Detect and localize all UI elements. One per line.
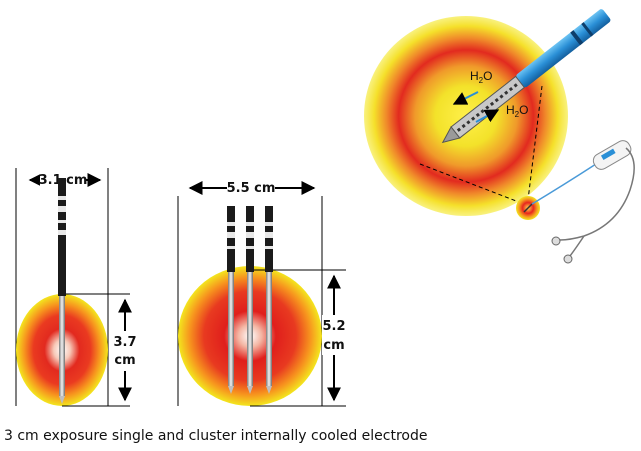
- zoom-line-left: [419, 163, 525, 205]
- cluster-height-value: 5.2: [322, 319, 345, 334]
- zoom-line-right: [527, 85, 543, 201]
- electrode-handle-group: [516, 140, 635, 264]
- water-in-arrow: [452, 91, 479, 105]
- electrode-cable: [531, 163, 597, 205]
- water-in-label: H2O: [470, 69, 492, 85]
- water-out-arrow: [475, 109, 500, 123]
- electrode-tubing-top: [583, 147, 635, 237]
- single-needle: [58, 178, 66, 404]
- tubing-connector-a: [551, 236, 561, 246]
- figure-caption: 3 cm exposure single and cluster interna…: [4, 428, 428, 444]
- cluster-electrode-group: 5.5 cm 5.2 cm: [177, 179, 346, 407]
- electrode-tubing-bottom: [559, 235, 585, 241]
- water-out-label: H2O: [506, 103, 528, 119]
- electrode-handle: [592, 140, 632, 170]
- cluster-width-label: 5.5 cm: [227, 181, 276, 196]
- single-electrode-group: 3.1 cm 3.7 cm: [15, 168, 137, 407]
- single-height-value: 3.7: [113, 335, 136, 350]
- tubing-connector-b: [563, 254, 573, 264]
- magnified-tip-group: H2O H2O: [364, 9, 611, 216]
- cluster-height-unit: cm: [323, 338, 344, 353]
- cluster-needle-center: [246, 206, 254, 394]
- single-height-unit: cm: [114, 353, 135, 368]
- cluster-needle-right: [265, 206, 273, 394]
- cluster-needle-left: [227, 206, 235, 394]
